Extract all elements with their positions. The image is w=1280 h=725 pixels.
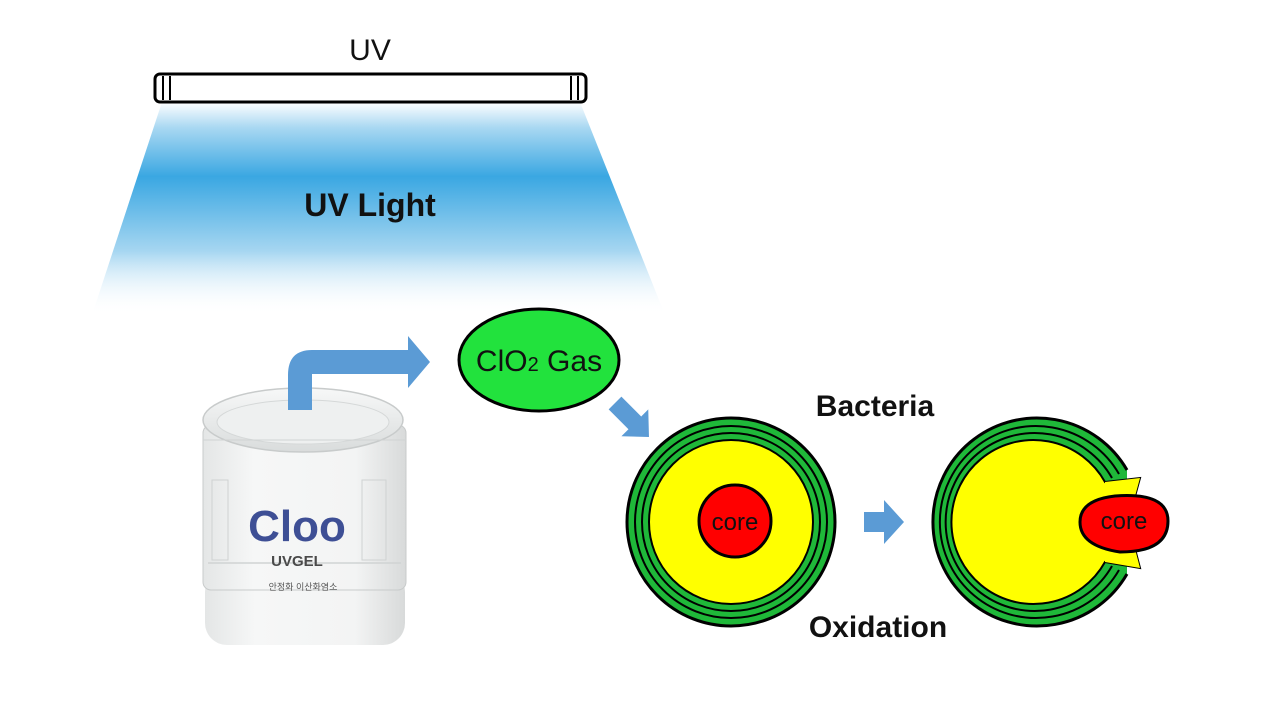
cloo-uvgel-jar-image: Cloo UVGEL 안정화 이산화염소 xyxy=(203,388,406,645)
clo2-gas-label: ClO2 Gas xyxy=(476,345,602,378)
gas-to-bacteria-arrow xyxy=(602,390,663,451)
product-line-text: UVGEL xyxy=(271,553,323,570)
bacterium-oxidized: core xyxy=(916,408,1168,636)
oxidation-process-arrow xyxy=(864,500,904,544)
bacterium-intact: core xyxy=(627,418,835,626)
clo2-gas-label-prefix: ClO xyxy=(476,345,528,378)
core-escaping-label: core xyxy=(1101,508,1148,535)
uv-lamp-icon xyxy=(155,74,586,102)
bacteria-label: Bacteria xyxy=(816,390,935,423)
core-intact-label: core xyxy=(712,509,759,536)
clo2-gas-label-subscript: 2 xyxy=(528,354,539,376)
oxidation-label: Oxidation xyxy=(809,611,947,644)
product-korean-text: 안정화 이산화염소 xyxy=(269,582,338,592)
product-brand-text: Cloo xyxy=(248,502,346,551)
clo2-gas-label-suffix: Gas xyxy=(539,345,602,378)
uv-light-label: UV Light xyxy=(304,187,436,223)
uv-lamp-label: UV xyxy=(349,34,391,67)
